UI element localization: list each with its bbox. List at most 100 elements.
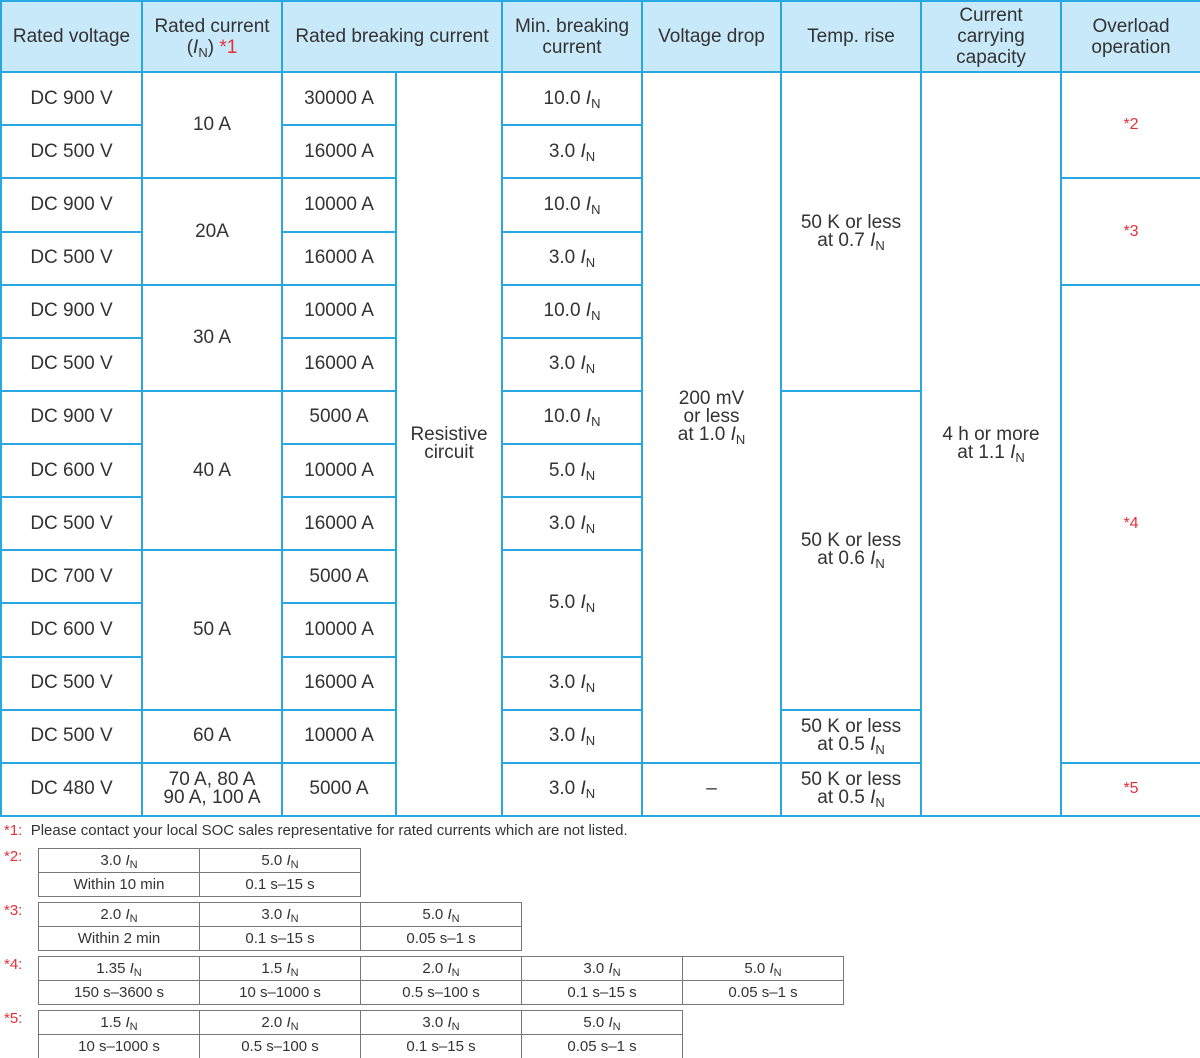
- breaking-cell: 10000 A: [281, 708, 397, 764]
- resistive-line-1: Resistive: [410, 424, 488, 446]
- min-breaking-cell: 5.0 IN: [501, 443, 643, 499]
- multiplier-cell: 2.0 IN: [199, 1010, 361, 1035]
- min-breaking-cell: 3.0 IN: [501, 655, 643, 711]
- breaking-cell: 16000 A: [281, 496, 397, 552]
- multiplier-value: 2.0: [100, 905, 122, 923]
- unit-subscript: N: [875, 556, 885, 572]
- header-current-carrying-capacity: Current carrying capacity: [920, 0, 1062, 74]
- time-cell: 0.1 s–15 s: [199, 926, 361, 951]
- time-cell: Within 10 min: [38, 872, 200, 897]
- header-rated-breaking-current: Rated breaking current: [281, 0, 503, 74]
- unit-symbol: I: [585, 406, 592, 428]
- multiplier-value: 3.0: [261, 905, 283, 923]
- breaking-cell: 5000 A: [281, 549, 397, 605]
- unit-subscript: N: [773, 966, 782, 979]
- voltage-cell: DC 500 V: [0, 124, 143, 180]
- unit-subscript: N: [612, 1020, 621, 1033]
- unit-symbol: I: [286, 1013, 291, 1031]
- multiplier-cell: 3.0 IN: [360, 1010, 522, 1035]
- overload-note-3: *3: [1060, 177, 1200, 286]
- multiplier-value: 3.0: [422, 1013, 444, 1031]
- unit-subscript: N: [290, 1020, 299, 1033]
- breaking-cell: 10000 A: [281, 443, 397, 499]
- min-breaking-cell: 3.0 IN: [501, 230, 643, 286]
- header-rated-voltage: Rated voltage: [0, 0, 143, 74]
- breaking-cell: 16000 A: [281, 124, 397, 180]
- footnote-3-mark: *3:: [4, 902, 23, 919]
- unit-subscript: N: [585, 680, 596, 696]
- unit-symbol: I: [1010, 442, 1016, 464]
- unit-symbol: I: [580, 778, 586, 800]
- multiplier-cell: 1.5 IN: [199, 956, 361, 981]
- unit-subscript: N: [585, 148, 596, 164]
- unit-symbol: I: [608, 959, 613, 977]
- breaking-cell: 10000 A: [281, 283, 397, 339]
- footnote-5-mark: *5:: [4, 1010, 23, 1027]
- header-rated-current-label: Rated current: [154, 15, 270, 37]
- unit-symbol: I: [286, 905, 291, 923]
- rated-current-cell: 60 A: [141, 708, 283, 764]
- time-cell: 0.1 s–15 s: [360, 1034, 522, 1058]
- multiplier-value: 3.0: [583, 959, 605, 977]
- time-cell: 0.1 s–15 s: [199, 872, 361, 897]
- unit-subscript: N: [451, 1020, 460, 1033]
- unit-subscript: N: [875, 742, 885, 758]
- voltage-cell: DC 700 V: [0, 549, 143, 605]
- voltage-cell: DC 900 V: [0, 71, 143, 127]
- unit-symbol: I: [580, 672, 586, 694]
- unit-symbol: I: [585, 87, 592, 109]
- multiplier-cell: 5.0 IN: [360, 902, 522, 927]
- min-breaking-cell: 3.0 IN: [501, 761, 643, 818]
- multiplier-cell: 3.0 IN: [38, 848, 200, 873]
- unit-subscript: N: [290, 912, 299, 925]
- multiplier-cell: 5.0 IN: [199, 848, 361, 873]
- table-row: DC 500 V 16000 A 3.0 IN: [0, 496, 1200, 552]
- unit-subscript: N: [129, 858, 138, 871]
- multiplier-cell: 2.0 IN: [360, 956, 522, 981]
- unit-subscript: N: [290, 858, 299, 871]
- header-row: Rated voltage Rated current(IN) *1 Rated…: [0, 0, 1200, 74]
- unit-subscript: N: [591, 201, 601, 217]
- min-breaking-cell: 10.0 IN: [501, 177, 643, 233]
- resistive-line-2: circuit: [424, 442, 474, 464]
- rated-current-cell: 50 A: [141, 549, 283, 711]
- table-row: DC 600 V 10000 A: [0, 602, 1200, 658]
- unit-symbol: I: [769, 959, 774, 977]
- unit-subscript: N: [133, 966, 142, 979]
- header-overload-operation: Overload operation: [1060, 0, 1200, 74]
- breaking-cell: 16000 A: [281, 655, 397, 711]
- unit-symbol: I: [447, 1013, 452, 1031]
- multiplier-cell: 2.0 IN: [38, 902, 200, 927]
- unit-symbol: I: [585, 193, 592, 215]
- multiplier-value: 5.0: [583, 1013, 605, 1031]
- rated-current-cell: 10 A: [141, 71, 283, 180]
- time-cell: 0.05 s–1 s: [360, 926, 522, 951]
- header-temp-rise: Temp. rise: [780, 0, 922, 74]
- rated-current-subscript: N: [198, 44, 208, 60]
- voltage-cell: DC 500 V: [0, 708, 143, 764]
- breaking-cell: 16000 A: [281, 230, 397, 286]
- unit-subscript: N: [585, 600, 596, 616]
- unit-symbol: I: [608, 1013, 613, 1031]
- voltage-cell: DC 500 V: [0, 336, 143, 392]
- unit-symbol: I: [286, 959, 291, 977]
- table-row: DC 500 V 16000 A 3.0 IN: [0, 230, 1200, 286]
- table-row: DC 600 V 10000 A 5.0 IN: [0, 443, 1200, 499]
- table-row: DC 500 V 60 A 10000 A 3.0 IN 50 K or les…: [0, 708, 1200, 764]
- unit-subscript: N: [451, 966, 460, 979]
- overload-note-2: *2: [1060, 71, 1200, 180]
- unit-subscript: N: [585, 361, 596, 377]
- multiplier-cell: 3.0 IN: [199, 902, 361, 927]
- min-breaking-cell: 10.0 IN: [501, 283, 643, 339]
- table-row: DC 900 V 40 A 5000 A 10.0 IN 50 K or les…: [0, 389, 1200, 711]
